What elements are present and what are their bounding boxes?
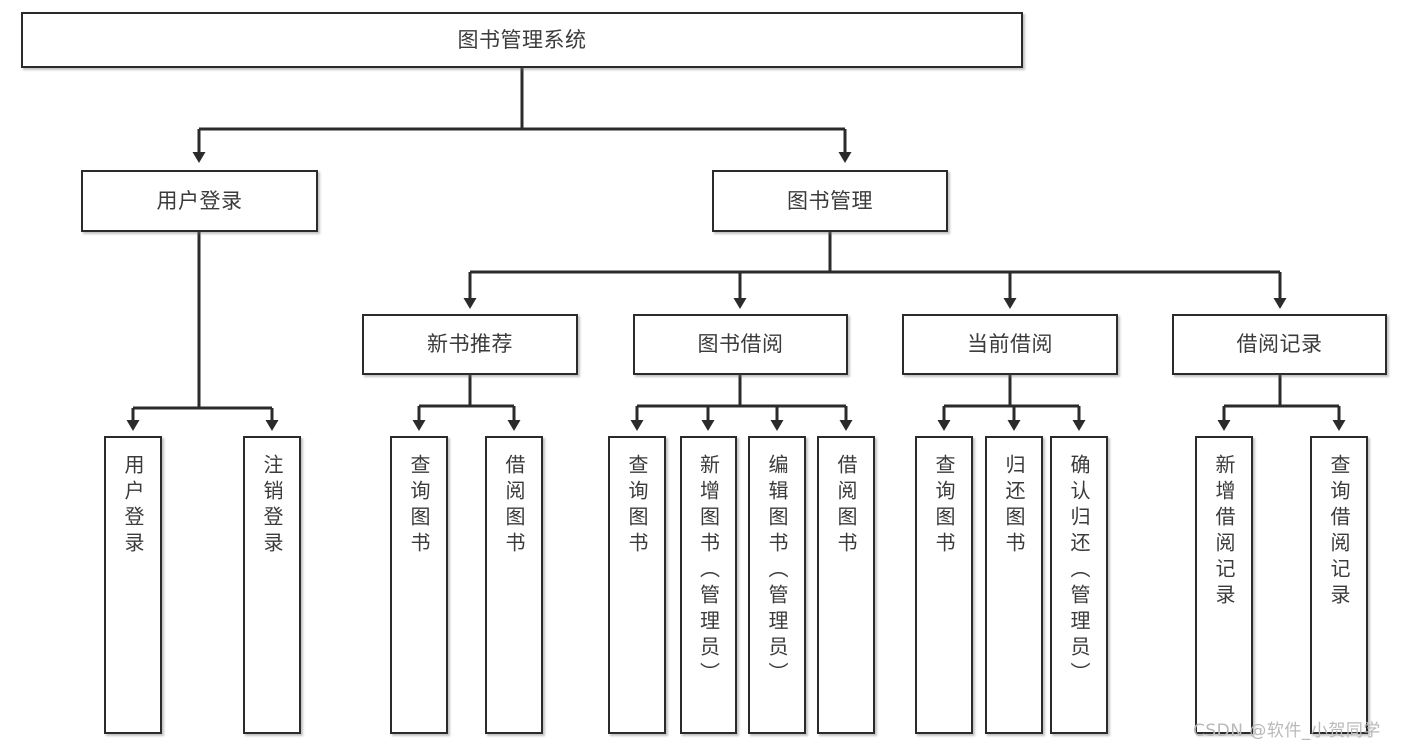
node-label: 新增图书（管理员） [696, 454, 721, 688]
node-leaf-edit-book[interactable]: 编辑图书（管理员） [748, 436, 806, 734]
node-book-borrow[interactable]: 图书借阅 [633, 314, 848, 375]
node-new-book-recommend[interactable]: 新书推荐 [362, 314, 578, 375]
node-label: 图书借阅 [697, 332, 784, 357]
node-leaf-confirm-return[interactable]: 确认归还（管理员） [1050, 436, 1108, 734]
node-leaf-query-book-2[interactable]: 查询图书 [608, 436, 666, 734]
node-label: 用户登录 [121, 454, 145, 558]
node-leaf-query-book-3[interactable]: 查询图书 [915, 436, 973, 734]
node-leaf-query-borrow-record[interactable]: 查询借阅记录 [1310, 436, 1368, 734]
node-label: 新书推荐 [427, 332, 513, 357]
node-leaf-user-login[interactable]: 用户登录 [104, 436, 162, 734]
node-label: 查询图书 [625, 454, 649, 558]
node-label: 图书管理系统 [457, 27, 587, 52]
node-label: 借阅图书 [502, 454, 526, 558]
node-label: 查询图书 [932, 454, 956, 558]
node-label: 归还图书 [1002, 454, 1026, 558]
node-borrow-record[interactable]: 借阅记录 [1172, 314, 1387, 375]
node-user-login[interactable]: 用户登录 [81, 170, 318, 232]
node-label: 新增借阅记录 [1212, 454, 1236, 610]
node-book-management[interactable]: 图书管理 [712, 170, 948, 232]
node-label: 确认归还（管理员） [1067, 454, 1091, 688]
node-label: 注销登录 [260, 454, 284, 558]
node-label: 查询图书 [407, 454, 431, 558]
node-label: 借阅图书 [834, 454, 858, 558]
node-label: 借阅记录 [1236, 332, 1323, 357]
node-label: 当前借阅 [967, 332, 1053, 357]
node-leaf-query-book-1[interactable]: 查询图书 [390, 436, 448, 734]
node-leaf-logout-login[interactable]: 注销登录 [243, 436, 301, 734]
node-label: 用户登录 [156, 188, 243, 213]
node-current-borrow[interactable]: 当前借阅 [902, 314, 1118, 375]
node-leaf-return-book[interactable]: 归还图书 [985, 436, 1043, 734]
node-root-book-management-system[interactable]: 图书管理系统 [21, 12, 1023, 68]
node-leaf-borrow-book-2[interactable]: 借阅图书 [817, 436, 875, 734]
node-label: 编辑图书（管理员） [765, 454, 789, 688]
node-label: 图书管理 [787, 188, 873, 213]
watermark: CSDN @软件_小贺同学 [1193, 721, 1381, 741]
node-label: 查询借阅记录 [1327, 454, 1351, 610]
node-leaf-add-book[interactable]: 新增图书（管理员） [680, 436, 737, 734]
node-leaf-borrow-book-1[interactable]: 借阅图书 [485, 436, 543, 734]
node-leaf-add-borrow-record[interactable]: 新增借阅记录 [1195, 436, 1253, 734]
